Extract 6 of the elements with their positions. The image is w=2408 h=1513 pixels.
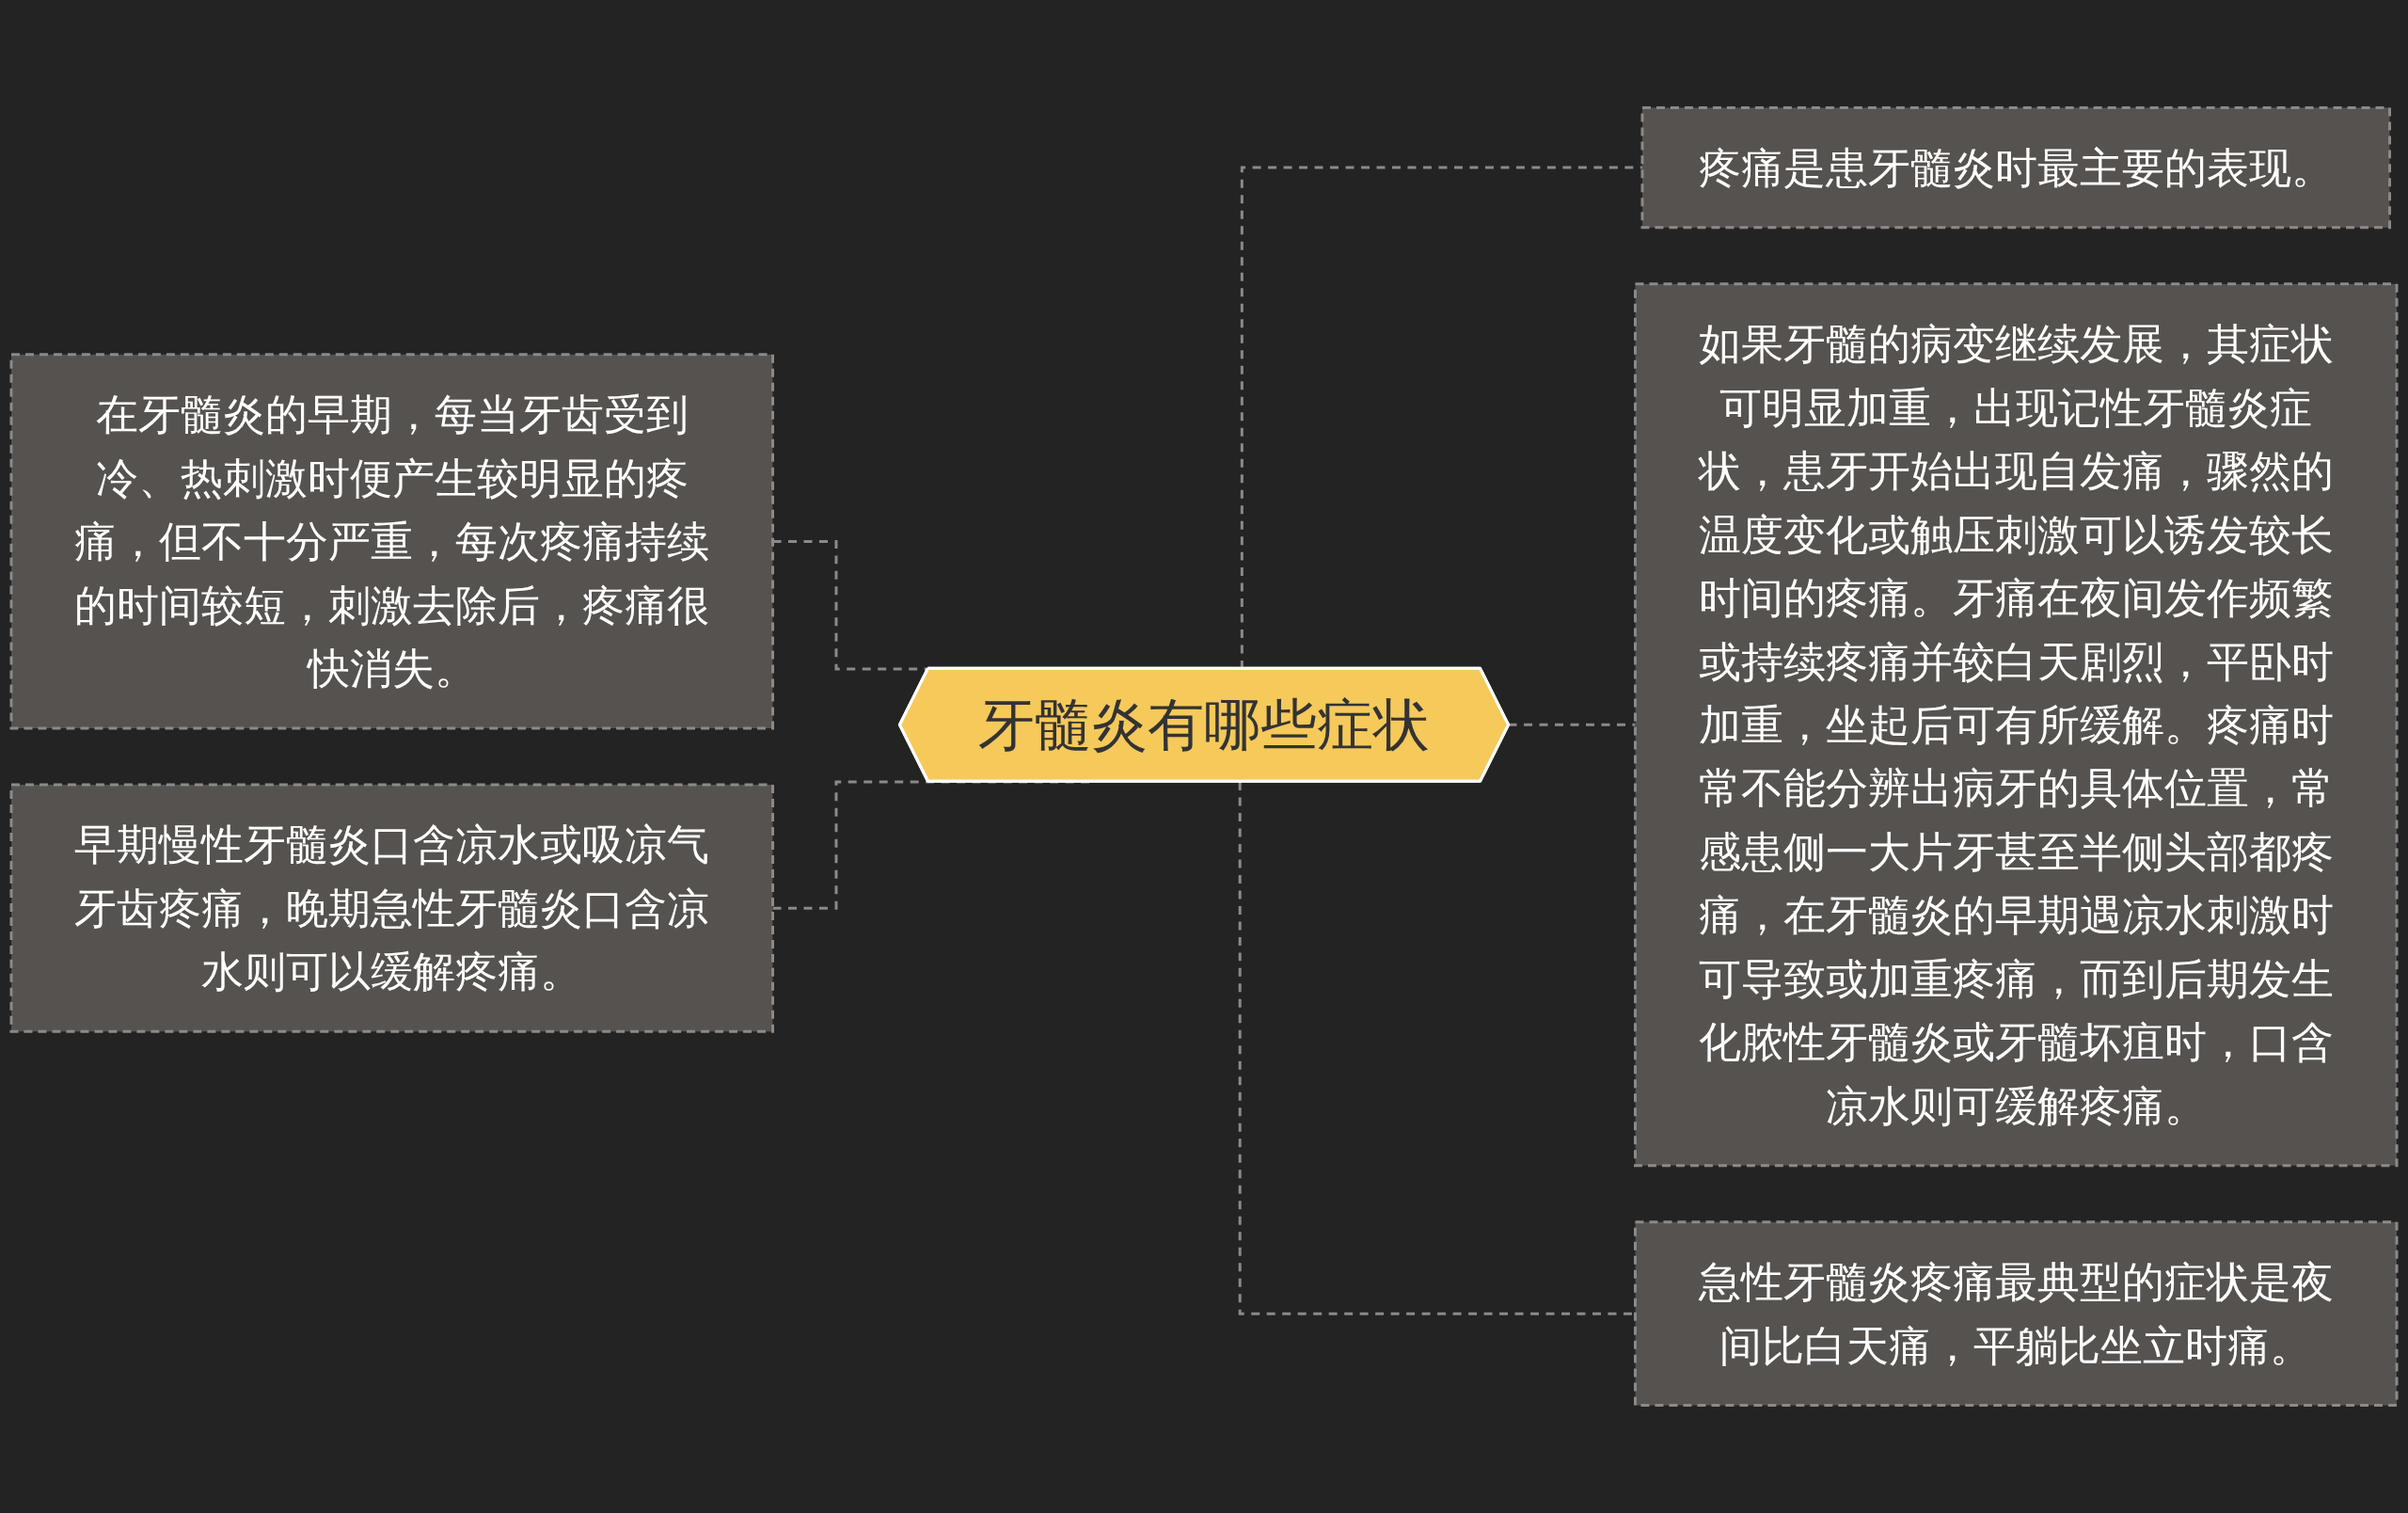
- node-box: 如果牙髓的病变继续发展，其症状可明显加重，出现记性牙髓炎症状，患牙开始出现自发痛，骤然的温度变化或触压刺激可以诱发较长时间的疼痛。牙痛在夜间发作频繁或持续疼痛并较白天剧烈，平卧时加重，坐起后可有所缓解。疼痛时常不能分辨出病牙的具体位置，常感患侧一大片牙甚至半侧头部都疼痛，在牙髓炎的早期遇凉水刺激时可导致或加重疼痛，而到后期发生化脓性牙髓炎或牙髓坏疽时，口含凉水则可缓解疼痛。: [1634, 282, 2399, 1168]
- node-box: 急性牙髓炎疼痛最典型的症状是夜间比白天痛，平躺比坐立时痛。: [1634, 1220, 2399, 1408]
- node-box: 早期慢性牙髓炎口含凉水或吸凉气牙齿疼痛，晚期急性牙髓炎口含凉水则可以缓解疼痛。: [9, 783, 774, 1033]
- node-box: 在牙髓炎的早期，每当牙齿受到冷、热刺激时便产生较明显的疼痛，但不十分严重，每次疼痛持续的时间较短，刺激去除后，疼痛很快消失。: [9, 353, 774, 730]
- node-box: 疼痛是患牙髓炎时最主要的表现。: [1640, 105, 2391, 230]
- connector: [1507, 723, 1636, 727]
